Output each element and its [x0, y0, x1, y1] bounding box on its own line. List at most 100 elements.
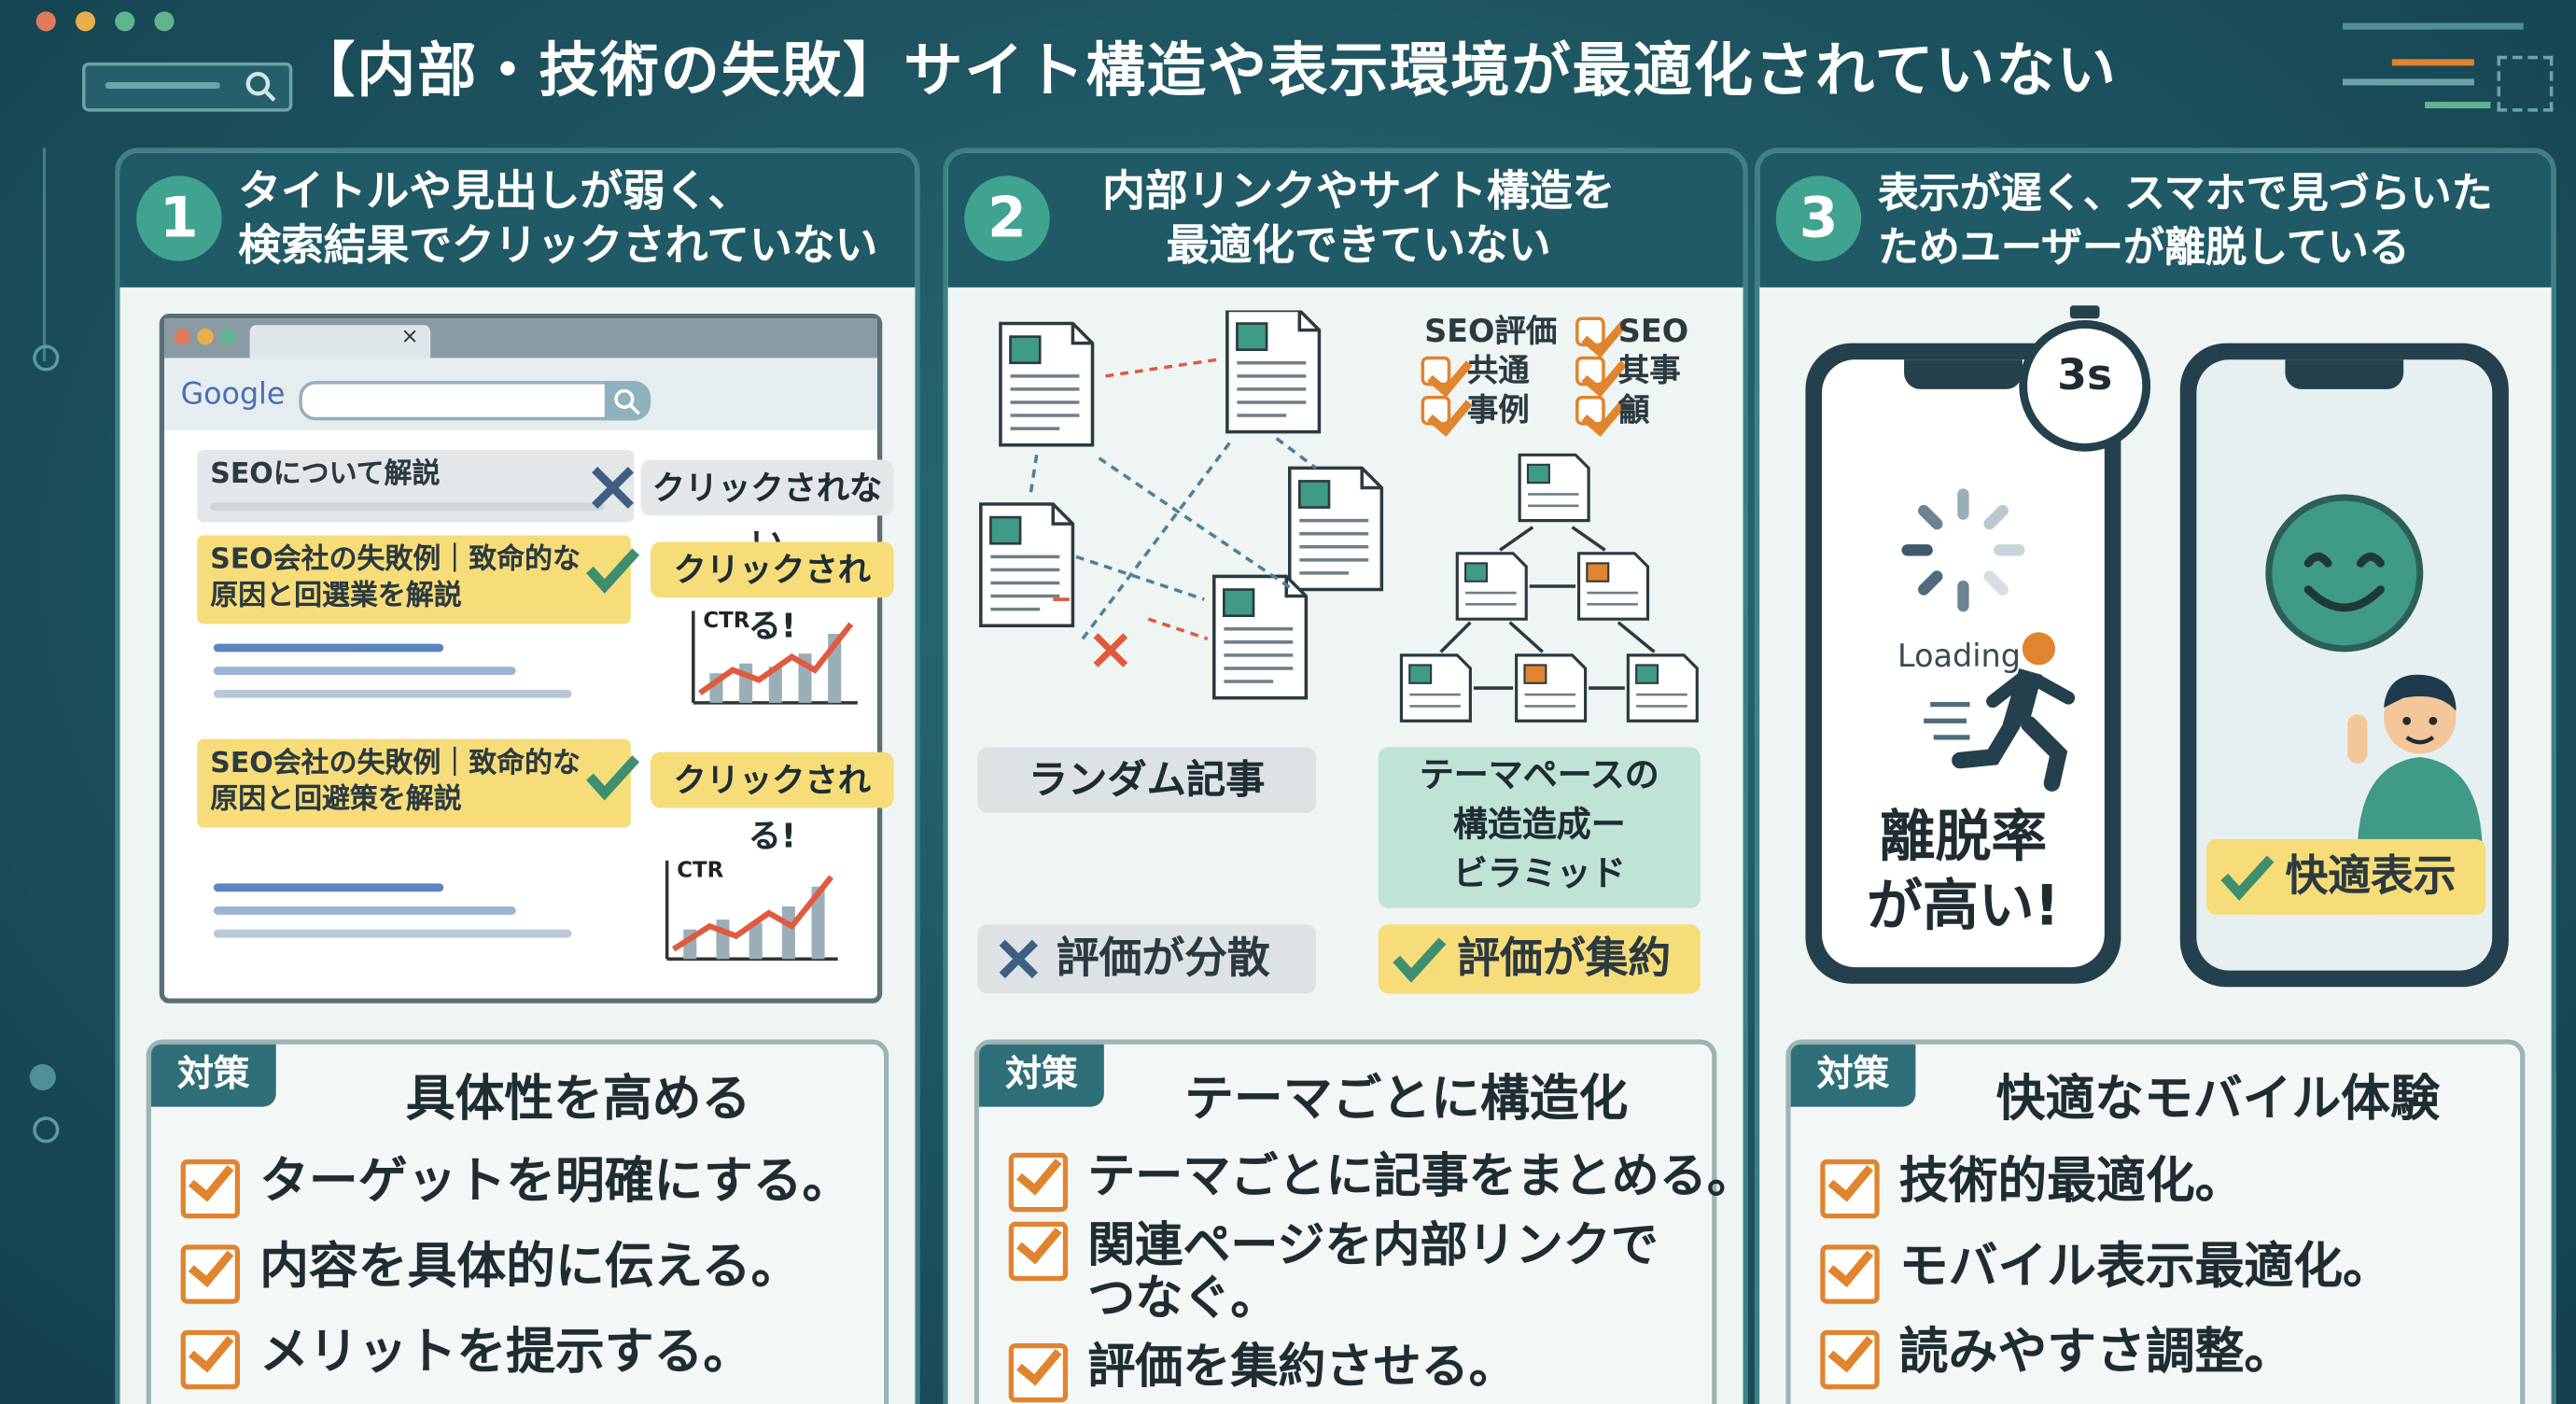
checkbox-icon — [1820, 1244, 1880, 1304]
document-icon — [1212, 574, 1309, 700]
checkbox-icon — [180, 1158, 240, 1219]
countermeasure-item: メリットを提示する。 — [259, 1323, 753, 1382]
page-title: 【内部・技術の失敗】サイト構造や表示環境が最適化されていない — [295, 37, 2118, 105]
legend-item: 事例 — [1466, 392, 1530, 429]
countermeasure-item: モバイル表示最適化。 — [1898, 1238, 2392, 1296]
bad-result-badge: 評価が分散 — [977, 924, 1316, 994]
random-articles-label: ランダム記事 — [977, 747, 1316, 813]
document-icon — [999, 321, 1095, 447]
bounce-rate-label: 離脱率 が高い! — [1866, 804, 2060, 940]
checkbox-icon — [180, 1244, 240, 1304]
result-title: SEO会社の失敗例｜致命的な 原因と回選業を解説 — [210, 543, 581, 613]
countermeasure-tag: 対策 — [150, 1044, 276, 1107]
panel-mobile: 3 表示が遅く、スマホで見づらいた ためユーザーが離脱している Loadin — [1754, 147, 2556, 1404]
checkmark-icon — [1393, 937, 1447, 983]
fast-phone: 快適表示 — [2179, 343, 2509, 988]
timer-value: 3s — [2057, 351, 2113, 401]
search-bar-decoration[interactable] — [82, 62, 293, 112]
window-maximize-dot — [115, 11, 135, 32]
good-result-badge: 評価が集約 — [1378, 924, 1701, 994]
countermeasure-item: テーマごとに記事をまとめる。 — [1087, 1147, 1748, 1204]
loading-text: Loading — [1897, 639, 2021, 675]
left-rail-node — [33, 1116, 60, 1144]
checkbox-icon — [180, 1329, 240, 1390]
stopwatch-icon: 3s — [2019, 305, 2151, 452]
panel-title: 内部リンクやサイト構造を 最適化できていない — [1102, 167, 1616, 272]
panel-header: 3 表示が遅く、スマホで見づらいた ためユーザーが離脱している — [1759, 152, 2552, 288]
random-structure-diagram — [979, 310, 1384, 700]
search-result-unclicked[interactable]: SEOについて解説 — [197, 449, 635, 523]
legend-item: SEO — [1617, 313, 1689, 350]
countermeasure-card: 対策 具体性を高める ターゲットを明確にする。 内容を具体的に伝える。 メリット… — [146, 1039, 889, 1404]
document-icon — [979, 502, 1075, 627]
panel-number: 1 — [136, 176, 222, 261]
cross-icon — [592, 466, 635, 509]
comfortable-display-label: 快適表示 — [2285, 851, 2457, 902]
countermeasure-item: 内容を具体的に伝える。 — [259, 1238, 801, 1296]
checkbox-icon — [1421, 395, 1451, 426]
status-badge-clicked: クリックされる! — [651, 541, 894, 645]
browser-tab[interactable] — [249, 325, 431, 358]
smiley-face-icon — [2265, 494, 2424, 653]
browser-search-input[interactable] — [299, 381, 651, 421]
left-rail-decoration — [42, 147, 47, 362]
countermeasure-heading: 具体性を高める — [405, 1070, 751, 1129]
checkbox-icon — [1008, 1221, 1069, 1282]
slow-phone: Loading 離脱率 が高い! — [1805, 343, 2121, 984]
left-rail-node — [33, 344, 60, 372]
bad-result-label: 評価が分散 — [1056, 934, 1270, 984]
window-minimize-dot — [75, 11, 96, 32]
countermeasure-card: 対策 快適なモバイル体験 技術的最適化。 モバイル表示最適化。 読みやすさ調整。 — [1785, 1039, 2526, 1404]
countermeasure-tag: 対策 — [979, 1044, 1104, 1107]
result-title: SEOについて解説 — [210, 457, 441, 491]
right-deco-lines — [2343, 22, 2524, 122]
document-icon — [1626, 653, 1699, 723]
checkbox-icon — [1008, 1152, 1069, 1213]
countermeasure-item: 技術的最適化。 — [1898, 1152, 2245, 1211]
checkmark-icon — [2220, 855, 2275, 901]
document-icon — [1399, 653, 1472, 723]
comfortable-display-badge: 快適表示 — [2205, 838, 2486, 915]
left-rail-node — [29, 1063, 56, 1091]
legend-item: 其事 — [1617, 353, 1681, 389]
running-person-icon — [1924, 632, 2076, 792]
document-icon — [1515, 653, 1588, 723]
legend-item: 龥 — [1617, 392, 1650, 429]
countermeasure-tag: 対策 — [1790, 1044, 1916, 1107]
tab-close-icon[interactable]: × — [400, 325, 419, 350]
browser-window: × Google SEOについて解説 クリックされない SEO会社の失敗例｜致命… — [159, 313, 894, 1004]
loading-spinner-icon — [1901, 488, 2025, 612]
status-badge-clicked: クリックされる! — [651, 751, 894, 855]
ctr-chart-icon: CTR — [665, 858, 838, 962]
good-result-label: 評価が集約 — [1457, 934, 1672, 984]
right-deco-box — [2497, 55, 2554, 112]
browser-search-button[interactable] — [604, 381, 651, 421]
checkmark-icon — [585, 548, 640, 594]
search-icon — [614, 388, 640, 415]
panel-titles: 1 タイトルや見出しが弱く、 検索結果でクリックされていない × Google … — [115, 147, 920, 1404]
panel-number: 3 — [1775, 176, 1862, 261]
search-result-clicked[interactable]: SEO会社の失敗例｜致命的な 原因と回避策を解説 — [197, 738, 631, 828]
panel-structure: 2 内部リンクやサイト構造を 最適化できていない — [943, 147, 1748, 1404]
document-icon — [1287, 466, 1384, 592]
checkbox-icon — [1820, 1158, 1880, 1219]
panel-title: タイトルや見出しが弱く、 検索結果でクリックされていない — [238, 167, 878, 272]
search-icon — [245, 71, 276, 102]
pyramid-label: テーマペースの 構造造成ー ビラミッド — [1378, 747, 1701, 908]
result-title: SEO会社の失敗例｜致命的な 原因と回避策を解説 — [210, 747, 581, 817]
countermeasure-item: ターゲットを明確にする。 — [259, 1152, 852, 1211]
ctr-label: CTR — [677, 858, 723, 882]
checkmark-icon — [585, 755, 640, 801]
countermeasure-heading: 快適なモバイル体験 — [1995, 1070, 2440, 1129]
window-extra-dot — [154, 11, 175, 32]
checkbox-icon — [1575, 316, 1605, 347]
search-result-clicked[interactable]: SEO会社の失敗例｜致命的な 原因と回選業を解説 — [197, 535, 631, 625]
checkbox-icon — [1008, 1342, 1069, 1403]
user-thumbs-up-icon — [2347, 674, 2483, 846]
document-icon — [1576, 552, 1650, 621]
panel-header: 2 内部リンクやサイト構造を 最適化できていない — [947, 152, 1743, 288]
countermeasure-heading: テーマごとに構造化 — [1184, 1070, 1629, 1129]
ctr-label: CTR — [703, 609, 749, 633]
google-logo: Google — [180, 377, 286, 413]
